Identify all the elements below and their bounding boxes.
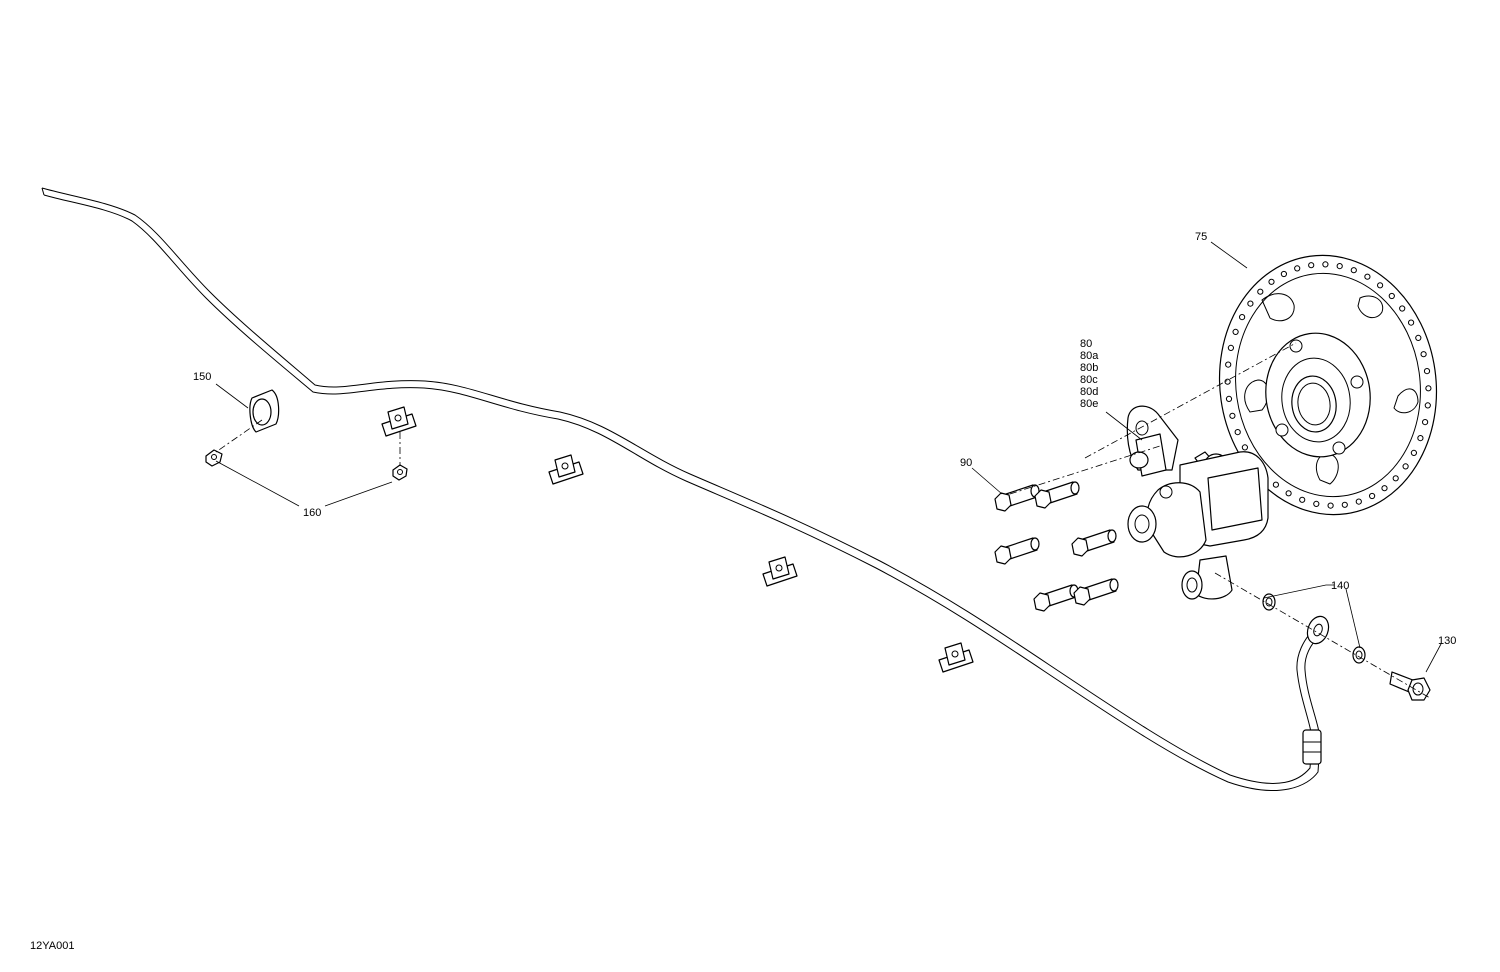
disc-hole — [1322, 261, 1329, 268]
disc-hole — [1423, 368, 1431, 375]
bolt — [1073, 578, 1119, 606]
callout-caliper-0: 80 — [1080, 338, 1092, 350]
disc-hole — [1308, 262, 1315, 269]
disc-hole — [1280, 270, 1288, 278]
disc-hole — [1232, 328, 1239, 335]
disc-hole — [1225, 395, 1233, 402]
callout-caliper-bolts: 90 — [960, 457, 972, 469]
disc-hole — [1377, 282, 1384, 289]
disc-hole — [1399, 305, 1406, 312]
disc-hole — [1313, 500, 1320, 507]
callout-sealing-washers: 140 — [1331, 580, 1349, 592]
disc-hole — [1350, 267, 1357, 274]
hose-brackets — [381, 406, 974, 673]
hose-bracket — [381, 406, 417, 437]
callout-clip-nut: 160 — [303, 507, 321, 519]
leader-lines — [215, 241, 1442, 673]
bolt — [994, 484, 1040, 512]
disc-hole — [1234, 429, 1241, 436]
disc-hole — [1392, 475, 1399, 482]
callout-caliper-4: 80d — [1080, 386, 1098, 398]
disc-hole — [1239, 314, 1246, 321]
disc-hole — [1422, 419, 1429, 426]
hose-bracket — [548, 454, 584, 485]
disc-hole — [1241, 444, 1249, 451]
disc-hole — [1417, 435, 1424, 442]
callout-caliper-2: 80b — [1080, 362, 1098, 374]
disc-hole — [1369, 492, 1376, 500]
brake-caliper — [1126, 405, 1269, 600]
disc-hole — [1420, 351, 1427, 358]
callout-caliper-1: 80a — [1080, 350, 1099, 362]
hose-clip — [249, 389, 280, 433]
disc-hole — [1229, 412, 1236, 419]
disc-hole — [1355, 498, 1362, 505]
disc-hole — [1294, 265, 1301, 272]
bolt — [994, 537, 1040, 565]
disc-hole — [1224, 378, 1231, 385]
callout-caliper-5: 80e — [1080, 398, 1098, 410]
disc-hole — [1410, 449, 1418, 456]
bolt — [1034, 481, 1080, 509]
callout-labels: 75 80 80a 80b 80c 80d 80e 90 140 130 150… — [193, 231, 1456, 647]
disc-hole — [1299, 496, 1306, 503]
disc-hole — [1268, 278, 1275, 285]
disc-hole — [1227, 344, 1235, 351]
hose-bracket — [762, 556, 798, 587]
disc-hole — [1257, 288, 1264, 295]
caliper-bolts — [994, 481, 1119, 612]
callout-caliper-3: 80c — [1080, 374, 1098, 386]
disc-hole — [1336, 263, 1343, 270]
disc-hole — [1425, 385, 1432, 392]
disc-hole — [1247, 300, 1254, 307]
disc-hole — [1225, 361, 1232, 368]
disc-hole — [1285, 490, 1292, 497]
disc-hole — [1388, 292, 1395, 300]
disc-hole — [1408, 319, 1415, 326]
drawing-code: 12YA001 — [30, 940, 74, 952]
disc-hole — [1381, 485, 1388, 492]
brake-disc — [1218, 254, 1438, 516]
callout-hose-clip: 150 — [193, 371, 211, 383]
clip-nut — [205, 449, 408, 481]
disc-hole — [1415, 334, 1422, 341]
assembly-axes — [215, 342, 1431, 699]
callout-disc: 75 — [1195, 231, 1207, 243]
disc-hole — [1327, 502, 1334, 509]
hose-bracket — [938, 642, 974, 673]
brake-hose — [41, 187, 1330, 791]
bolt — [1033, 584, 1079, 612]
disc-hole — [1402, 463, 1409, 470]
disc-hole — [1424, 402, 1431, 409]
callout-banjo-bolt: 130 — [1438, 635, 1456, 647]
disc-hole — [1272, 481, 1280, 488]
disc-hole — [1341, 501, 1348, 508]
bolt — [1071, 529, 1117, 557]
disc-hole — [1364, 273, 1371, 280]
